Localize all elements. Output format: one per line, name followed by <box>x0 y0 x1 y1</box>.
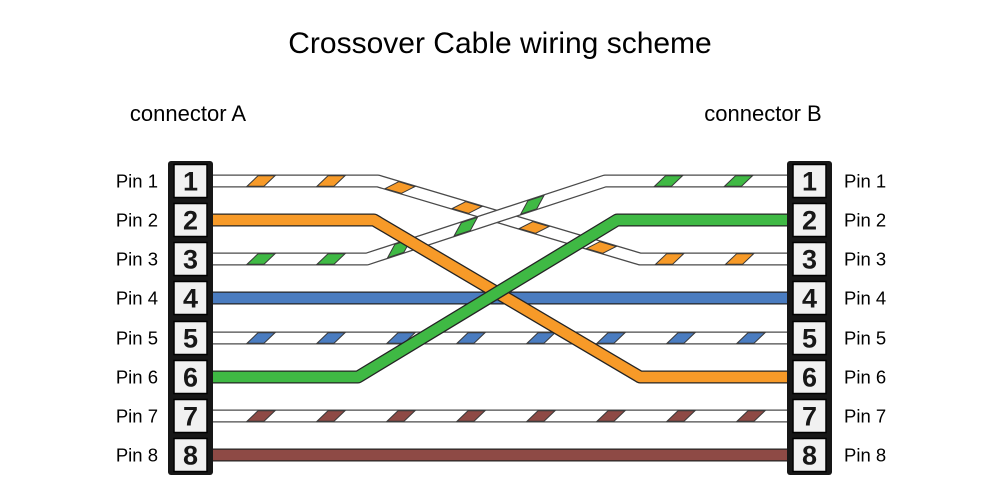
wires-layer <box>213 174 787 462</box>
wire-a1-b3-white-orange <box>213 174 787 266</box>
wire-a5-b5-white-blue <box>213 331 787 345</box>
wire-stripe <box>453 216 479 237</box>
connector-b-pin-square-7 <box>792 398 827 434</box>
wire-stripe <box>245 175 277 187</box>
wire-body <box>213 214 787 383</box>
wire-stripe <box>525 332 557 344</box>
connector-b-pin-number-1: 1 <box>802 167 817 197</box>
pin-label-b-4: Pin 4 <box>844 288 886 309</box>
wire-a2-b6-orange <box>213 213 787 384</box>
connector-a-pin-square-2 <box>173 202 208 238</box>
wire-a7-b7-white-brown <box>213 409 787 423</box>
connector-a-pin-number-2: 2 <box>183 206 198 236</box>
wire-stripe <box>385 410 417 422</box>
connector-a-body <box>168 161 213 475</box>
connector-b-pin-square-1 <box>792 163 827 199</box>
pin-label-b-8: Pin 8 <box>844 445 886 466</box>
connector-a-pin-number-3: 3 <box>183 245 198 275</box>
connector-a-pin-square-1 <box>173 163 208 199</box>
wire-body <box>213 175 787 265</box>
connector-a-pin-square-5 <box>173 320 208 356</box>
pin-label-a-2: Pin 2 <box>116 210 158 231</box>
connector-a-pin-number-5: 5 <box>183 324 198 354</box>
connector-a-pin-number-8: 8 <box>183 441 198 471</box>
pin-label-a-5: Pin 5 <box>116 328 158 349</box>
wire-a6-b2-green <box>213 213 787 384</box>
connector-a: 1 2 3 4 5 6 7 8 <box>168 161 213 475</box>
wire-stripe <box>517 221 551 234</box>
wire-stripe <box>455 410 487 422</box>
wire-stripe <box>245 410 277 422</box>
wire-stripe <box>665 332 697 344</box>
pin-label-a-7: Pin 7 <box>116 406 158 427</box>
wire-stripe <box>654 253 685 265</box>
pin-label-b-5: Pin 5 <box>844 328 886 349</box>
connector-b-pin-square-2 <box>792 202 827 238</box>
connector-a-pin-number-1: 1 <box>183 167 198 197</box>
wire-stripe <box>724 253 755 265</box>
connector-b-pin-square-4 <box>792 280 827 316</box>
wire-a3-b1-white-green <box>213 174 787 266</box>
pin-label-a-4: Pin 4 <box>116 288 158 309</box>
wire-stripe <box>315 410 347 422</box>
pin-label-b-6: Pin 6 <box>844 367 886 388</box>
page-title: Crossover Cable wiring scheme <box>288 27 712 60</box>
pin-labels-layer: Pin 1 Pin 1 Pin 2 Pin 2 Pin 3 Pin 3 Pin 4 Pin 4… <box>116 171 886 466</box>
connector-b-pin-number-8: 8 <box>802 441 817 471</box>
connector-a-pin-square-3 <box>173 241 208 277</box>
wire-stripe <box>653 175 684 187</box>
wire-stripe <box>595 410 627 422</box>
connector-b-pin-number-2: 2 <box>802 206 817 236</box>
pin-label-a-3: Pin 3 <box>116 249 158 270</box>
wire-stripe <box>245 253 277 265</box>
pin-label-a-8: Pin 8 <box>116 445 158 466</box>
connector-b-pin-square-3 <box>792 241 827 277</box>
pin-label-b-3: Pin 3 <box>844 249 886 270</box>
pin-label-b-2: Pin 2 <box>844 210 886 231</box>
connectors-layer: 1 2 3 4 5 6 7 8 1 2 3 4 5 6 7 8 <box>168 161 832 475</box>
connector-b-label: connector B <box>704 101 821 126</box>
wire-stripe <box>595 332 627 344</box>
connector-b-pin-number-4: 4 <box>802 284 817 314</box>
wire-stripe <box>585 241 618 254</box>
pin-label-b-7: Pin 7 <box>844 406 886 427</box>
connector-b-pin-number-6: 6 <box>802 363 817 393</box>
connector-b-pin-square-6 <box>792 359 827 395</box>
connector-a-pin-number-7: 7 <box>183 402 198 432</box>
wire-stripe <box>455 332 487 344</box>
connector-a-pin-square-6 <box>173 359 208 395</box>
connector-a-pin-number-6: 6 <box>183 363 198 393</box>
pin-label-a-1: Pin 1 <box>116 171 158 192</box>
wire-stripe <box>315 332 347 344</box>
wire-body <box>213 214 787 383</box>
connector-b-pin-number-5: 5 <box>802 324 817 354</box>
wire-stripe <box>723 175 754 187</box>
wire-stripe <box>315 175 347 187</box>
connector-a-pin-square-4 <box>173 280 208 316</box>
wire-stripe <box>315 253 347 265</box>
wire-stripe <box>245 332 277 344</box>
wire-stripe <box>735 410 767 422</box>
connector-a-pin-square-7 <box>173 398 208 434</box>
connector-a-label: connector A <box>130 101 247 126</box>
connector-b-body <box>787 161 832 475</box>
wire-stripe <box>665 410 697 422</box>
wire-stripe <box>519 194 546 215</box>
connector-b: 1 2 3 4 5 6 7 8 <box>787 161 832 475</box>
wire-stripe <box>383 181 417 194</box>
pin-label-a-6: Pin 6 <box>116 367 158 388</box>
connector-b-pin-square-5 <box>792 320 827 356</box>
wire-stripe <box>735 332 767 344</box>
wire-stripe <box>450 201 484 214</box>
pin-label-b-1: Pin 1 <box>844 171 886 192</box>
connector-b-pin-number-7: 7 <box>802 402 817 432</box>
connector-a-pin-square-8 <box>173 437 208 473</box>
connector-b-pin-number-3: 3 <box>802 245 817 275</box>
connector-b-pin-square-8 <box>792 437 827 473</box>
wire-body <box>213 175 787 265</box>
connector-a-pin-number-4: 4 <box>183 284 198 314</box>
wire-stripe <box>525 410 557 422</box>
